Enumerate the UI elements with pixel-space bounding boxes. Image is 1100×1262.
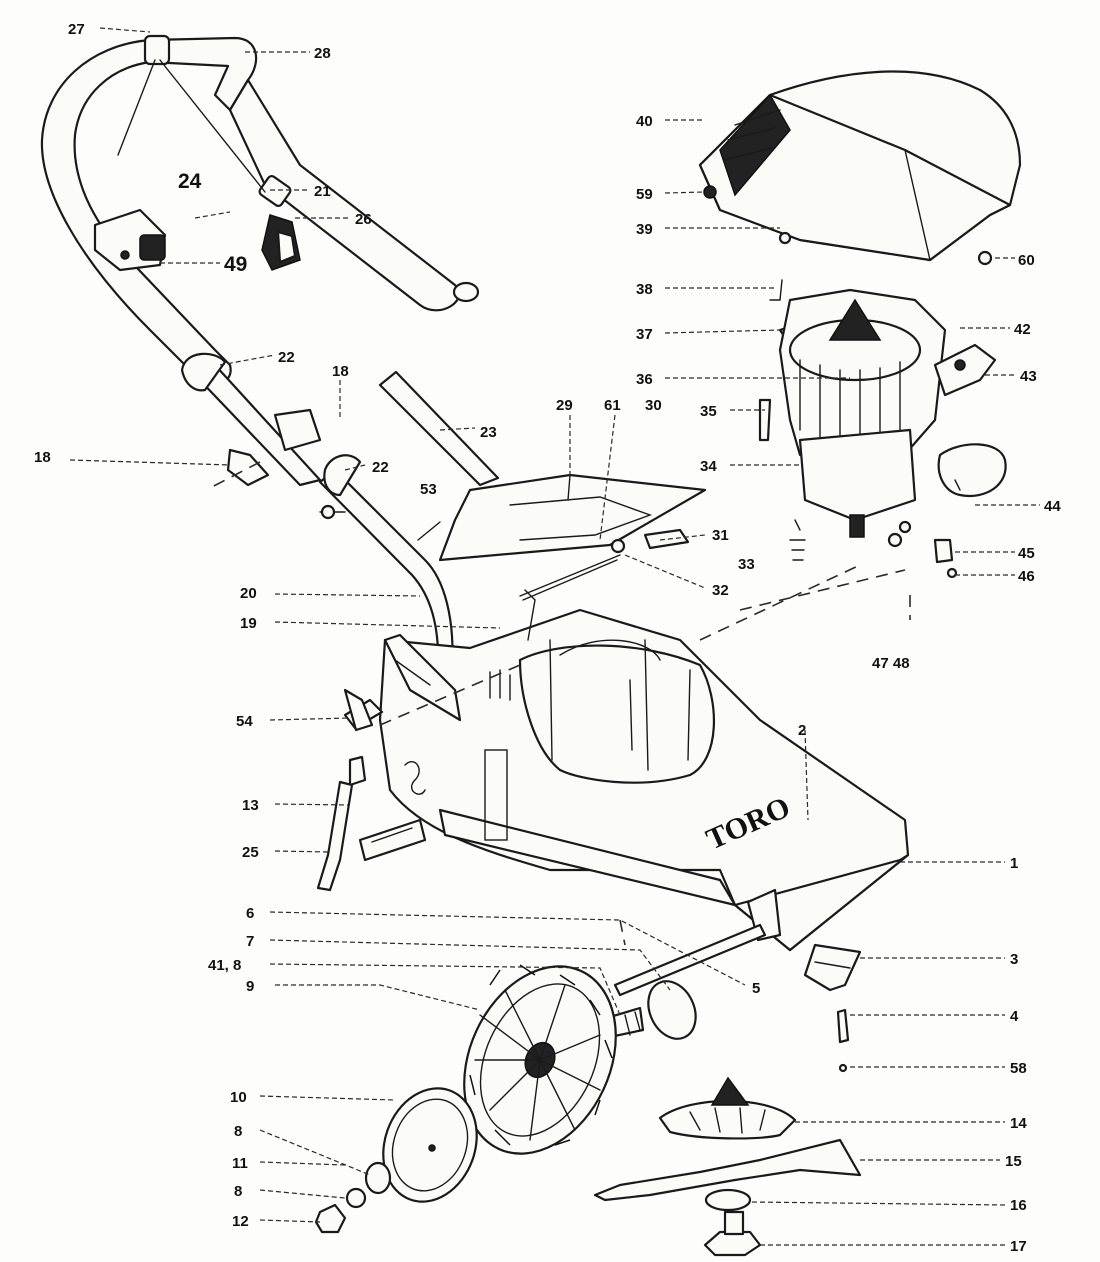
part-label-4: 4 [1010,1008,1019,1025]
part-label-17: 17 [1010,1238,1027,1255]
part-label-28: 28 [314,45,331,62]
blade-assembly [593,943,862,1257]
part-label-35: 35 [700,403,717,420]
part-label-22a: 22 [278,349,295,366]
part-label-36: 36 [636,371,653,388]
part-label-7: 7 [246,933,254,950]
assembly-lines [209,461,911,946]
part-label-20: 20 [240,585,257,602]
part-label-53: 53 [420,481,437,498]
part-label-8a: 8 [234,1123,242,1140]
part-label-3: 3 [1010,951,1018,968]
part-label-16: 16 [1010,1197,1027,1214]
part-label-25: 25 [242,844,259,861]
part-label-43: 43 [1020,368,1037,385]
part-label-31: 31 [712,527,729,544]
part-label-33: 33 [738,556,755,573]
part-label-11: 11 [232,1155,248,1172]
part-label-45: 45 [1018,545,1035,562]
part-label-15: 15 [1005,1153,1022,1170]
part-label-9: 9 [246,978,254,995]
part-label-21: 21 [314,183,331,200]
part-label-49: 49 [224,253,247,276]
switch-box [93,208,167,272]
motor-assembly [758,279,1007,579]
part-label-6: 6 [246,905,254,922]
part-label-23: 23 [480,424,497,441]
part-label-10: 10 [230,1089,247,1106]
part-label-40: 40 [636,113,653,130]
part-label-8b: 8 [234,1183,242,1200]
part-label-34: 34 [700,458,717,475]
part-label-60: 60 [1018,252,1035,269]
upper-handle [40,34,480,385]
part-label-29: 29 [556,397,573,414]
part-label-18b: 18 [34,449,51,466]
motor-hood [698,70,1022,266]
part-label-13: 13 [242,797,259,814]
part-label-41-8: 41, 8 [208,957,241,974]
part-label-44: 44 [1044,498,1061,515]
part-label-42: 42 [1014,321,1031,338]
part-label-26: 26 [355,211,372,228]
mower-deck: TORO [378,608,910,952]
part-label-59: 59 [636,186,653,203]
hubcap-parts [314,1087,478,1234]
part-label-38: 38 [636,281,653,298]
part-label-12: 12 [232,1213,249,1230]
part-label-46: 46 [1018,568,1035,585]
part-label-39: 39 [636,221,653,238]
part-label-5: 5 [752,980,760,997]
part-label-1: 1 [1010,855,1018,872]
height-adjuster [316,688,427,892]
part-label-47-48: 47 48 [872,655,910,672]
part-label-61: 61 [604,397,621,414]
wheel [463,964,617,1155]
cord-clip [261,214,301,271]
part-label-37: 37 [636,326,653,343]
part-label-32: 32 [712,582,729,599]
part-label-18a: 18 [332,363,349,380]
part-label-27: 27 [68,21,85,38]
part-label-24: 24 [178,170,202,193]
part-label-30: 30 [645,397,662,414]
part-label-19: 19 [240,615,257,632]
leader-lines [69,27,1040,1246]
part-number-labels: 27 28 24 21 26 49 22 18 23 18 22 53 20 1… [34,21,1061,1255]
part-label-22b: 22 [372,459,389,476]
part-label-14: 14 [1010,1115,1027,1132]
part-label-54: 54 [236,713,253,730]
part-label-58: 58 [1010,1060,1027,1077]
part-label-2: 2 [798,722,806,739]
